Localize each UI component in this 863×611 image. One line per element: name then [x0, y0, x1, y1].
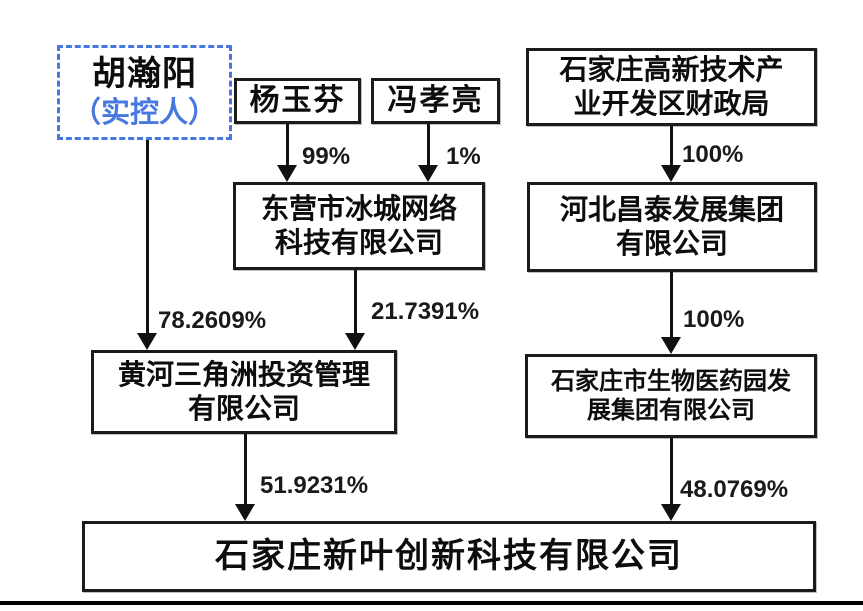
arrow-line-hu-to-huanghe — [146, 140, 149, 334]
node-yang-yufen: 杨玉芬 — [234, 78, 361, 124]
node-dongying-bingcheng: 东营市冰城网络 科技有限公司 — [233, 182, 485, 270]
arrow-line-feng-to-dongying — [427, 124, 430, 165]
page-bottom-rule — [0, 601, 863, 605]
ownership-label: 99% — [302, 143, 351, 170]
ownership-label: 51.9231% — [260, 472, 369, 499]
node-sjz-biopharma-park: 石家庄市生物医药园发 展集团有限公司 — [525, 354, 817, 438]
ownership-label: 100% — [683, 306, 745, 333]
controller-name: 胡瀚阳 — [92, 55, 197, 94]
company-name-line: 河北昌泰发展集团 — [559, 193, 784, 225]
arrow-head-icon — [345, 333, 365, 350]
ownership-label: 78.2609% — [158, 307, 267, 334]
node-hu-hanyang-controller: 胡瀚阳 （实控人） — [57, 45, 232, 140]
company-name-line: 科技有限公司 — [274, 227, 443, 258]
company-name-line: 展集团有限公司 — [587, 397, 755, 424]
arrow-line-yang-to-dongying — [286, 124, 289, 165]
node-hebei-changtai: 河北昌泰发展集团 有限公司 — [527, 182, 817, 272]
arrow-line-hebei-to-biopark — [670, 272, 673, 338]
company-name-line: 业开发区财政局 — [573, 88, 770, 119]
shareholder-name: 杨玉芬 — [249, 83, 346, 117]
arrow-line-gov-to-hebei — [670, 126, 673, 165]
controller-role: （实控人） — [71, 96, 217, 129]
ownership-label: 1% — [446, 143, 481, 170]
arrow-head-icon — [661, 337, 681, 354]
company-name-line: 有限公司 — [615, 228, 728, 259]
arrow-head-icon — [418, 165, 438, 182]
node-huanghe-delta: 黄河三角洲投资管理 有限公司 — [91, 350, 397, 434]
shareholder-name: 冯孝亮 — [387, 83, 484, 117]
arrow-line-biopark-to-target — [670, 438, 673, 505]
node-sjz-xinye-innovation: 石家庄新叶创新科技有限公司 — [82, 521, 816, 592]
ownership-label: 21.7391% — [371, 298, 480, 325]
arrow-head-icon — [235, 504, 255, 521]
company-name-line: 石家庄高新技术产 — [559, 53, 784, 85]
ownership-label: 100% — [682, 141, 744, 168]
company-name-line: 石家庄市生物医药园发 — [551, 367, 791, 395]
arrow-head-icon — [277, 165, 297, 182]
node-gov-finance-bureau: 石家庄高新技术产 业开发区财政局 — [526, 48, 817, 126]
arrow-head-icon — [137, 333, 157, 350]
arrow-head-icon — [661, 165, 681, 182]
arrow-line-dongying-to-huanghe — [354, 270, 357, 334]
arrow-line-huanghe-to-target — [244, 434, 247, 505]
node-feng-xiaoliang: 冯孝亮 — [371, 78, 500, 124]
company-name-line: 东营市冰城网络 — [260, 192, 457, 224]
target-company-name: 石家庄新叶创新科技有限公司 — [215, 536, 683, 575]
company-name-line: 黄河三角洲投资管理 — [117, 358, 370, 390]
ownership-label: 48.0769% — [680, 476, 789, 503]
company-name-line: 有限公司 — [187, 393, 300, 424]
arrow-head-icon — [661, 504, 681, 521]
